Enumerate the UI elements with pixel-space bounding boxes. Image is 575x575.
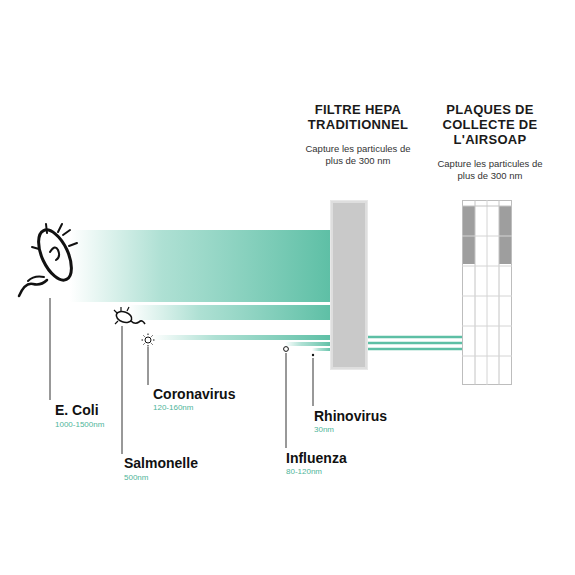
pathogen-size: 30nm: [314, 425, 334, 434]
leader-line: [286, 353, 287, 448]
rhino-band: [312, 348, 332, 351]
pathogen-name: Influenza: [286, 450, 347, 466]
leader-line: [313, 358, 314, 406]
pathogen-size: 120-160nm: [153, 403, 193, 412]
pathogen-size: 500nm: [124, 473, 148, 482]
filter-node: PLAQUES DE COLLECTE DE L'AIRSOAP Capture …: [414, 103, 566, 385]
ecoli-band: [70, 230, 332, 302]
rhinovirus-icon: [312, 354, 314, 356]
particle-stream: [368, 337, 462, 349]
collection-plates: [462, 200, 512, 385]
pathogen-name: E. Coli: [55, 402, 99, 418]
coronavirus-icon: [142, 334, 155, 347]
plates-drawing: [462, 200, 512, 385]
leader-line: [122, 326, 123, 454]
pathogen-size: 80-120nm: [286, 467, 322, 476]
pathogen-name: Rhinovirus: [314, 408, 387, 424]
filter-title: PLAQUES DE COLLECTE DE L'AIRSOAP: [414, 103, 566, 148]
salmonella-icon: [114, 307, 145, 324]
pathogen-name: Salmonelle: [124, 455, 198, 471]
pathogen-name: Coronavirus: [153, 386, 235, 402]
salmonella-band: [128, 305, 332, 320]
filter-title: FILTRE HEPA TRADITIONNEL: [284, 103, 432, 133]
filter-node: FILTRE HEPA TRADITIONNEL Capture les part…: [284, 103, 432, 370]
corona-band: [152, 335, 332, 340]
pathogen-size: 1000-1500nm: [55, 420, 104, 429]
filter-caption: Capture les particules de plus de 300 nm: [434, 158, 546, 183]
influenza-icon: [284, 347, 289, 352]
ecoli-icon: [19, 224, 78, 296]
leader-line: [50, 298, 51, 400]
filter-caption: Capture les particules de plus de 300 nm: [302, 143, 414, 168]
leader-line: [148, 347, 149, 385]
hepa-filter: [330, 200, 368, 370]
influenza-band: [285, 342, 332, 346]
